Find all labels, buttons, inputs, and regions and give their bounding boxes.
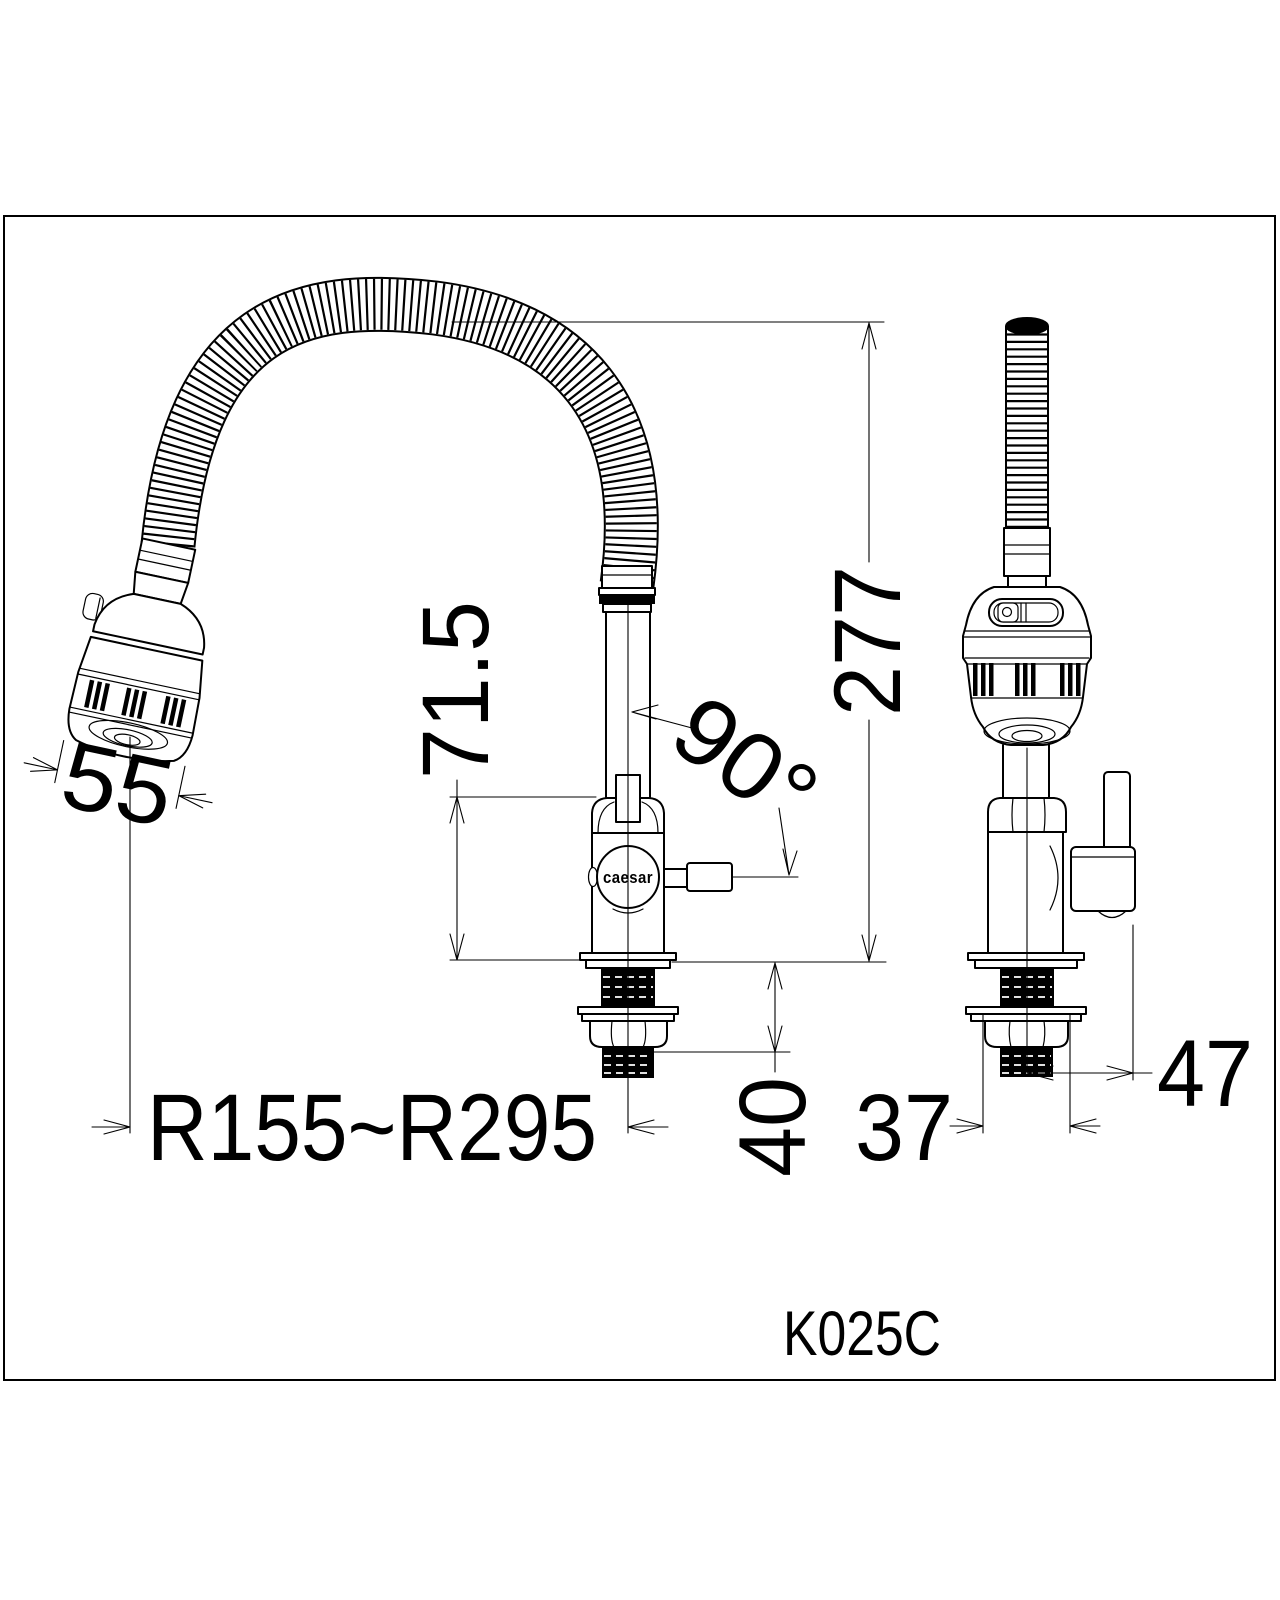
dim-spout-height: 71.5 <box>403 601 597 961</box>
dim-base-width-label: 37 <box>855 1075 953 1181</box>
spray-head-front: 55 <box>23 537 213 848</box>
drawing-frame <box>3 215 1276 1381</box>
dim-total-height: 277 <box>451 321 921 963</box>
dim-shank-length-label: 40 <box>720 1077 826 1177</box>
dim-hose-radius: R155~R295 <box>91 1075 669 1181</box>
side-view <box>962 317 1136 1077</box>
spout-tube-side <box>1002 744 1050 799</box>
dim-shank-length: 40 <box>639 962 826 1177</box>
dim-base-width: 37 <box>855 1013 1101 1181</box>
spray-head-side <box>962 586 1092 746</box>
mode-switch <box>988 598 1064 627</box>
mounting-shank-side <box>965 952 1087 1077</box>
dim-total-height-label: 277 <box>815 566 921 716</box>
model-number: K025C <box>783 1299 941 1369</box>
head-vent-slots-front <box>84 679 187 728</box>
centerlines <box>129 599 1028 1134</box>
dim-spout-height-label: 71.5 <box>403 601 509 779</box>
valve-body-front: caesar <box>587 832 665 954</box>
aerator-face-side <box>983 717 1071 745</box>
front-view: caesar <box>23 276 733 1078</box>
head-vent-slots-side <box>973 663 1081 696</box>
aerator-face-front <box>88 719 169 750</box>
dim-handle-offset-label: 47 <box>1157 1021 1253 1127</box>
dim-handle-offset: 47 <box>1026 924 1253 1127</box>
dim-head-diameter-label: 55 <box>53 721 183 848</box>
dim-head-diameter: 55 <box>23 721 213 848</box>
dim-hose-radius-label: R155~R295 <box>147 1075 597 1181</box>
head-clip-tab <box>82 592 104 621</box>
valve-body-side <box>987 831 1064 954</box>
lever-handle-front <box>663 862 733 892</box>
flex-hose-side <box>1005 317 1049 540</box>
lever-handle-side <box>1070 771 1136 919</box>
flex-hose-front <box>140 276 659 589</box>
spout-coupling-front <box>598 565 656 613</box>
spout-tube-front <box>605 611 651 798</box>
dimensions: 277 71.5 90° 40 R155~R295 <box>91 321 1253 1181</box>
lever-grip-front <box>686 862 733 892</box>
hose-coupling-side <box>1003 527 1051 588</box>
